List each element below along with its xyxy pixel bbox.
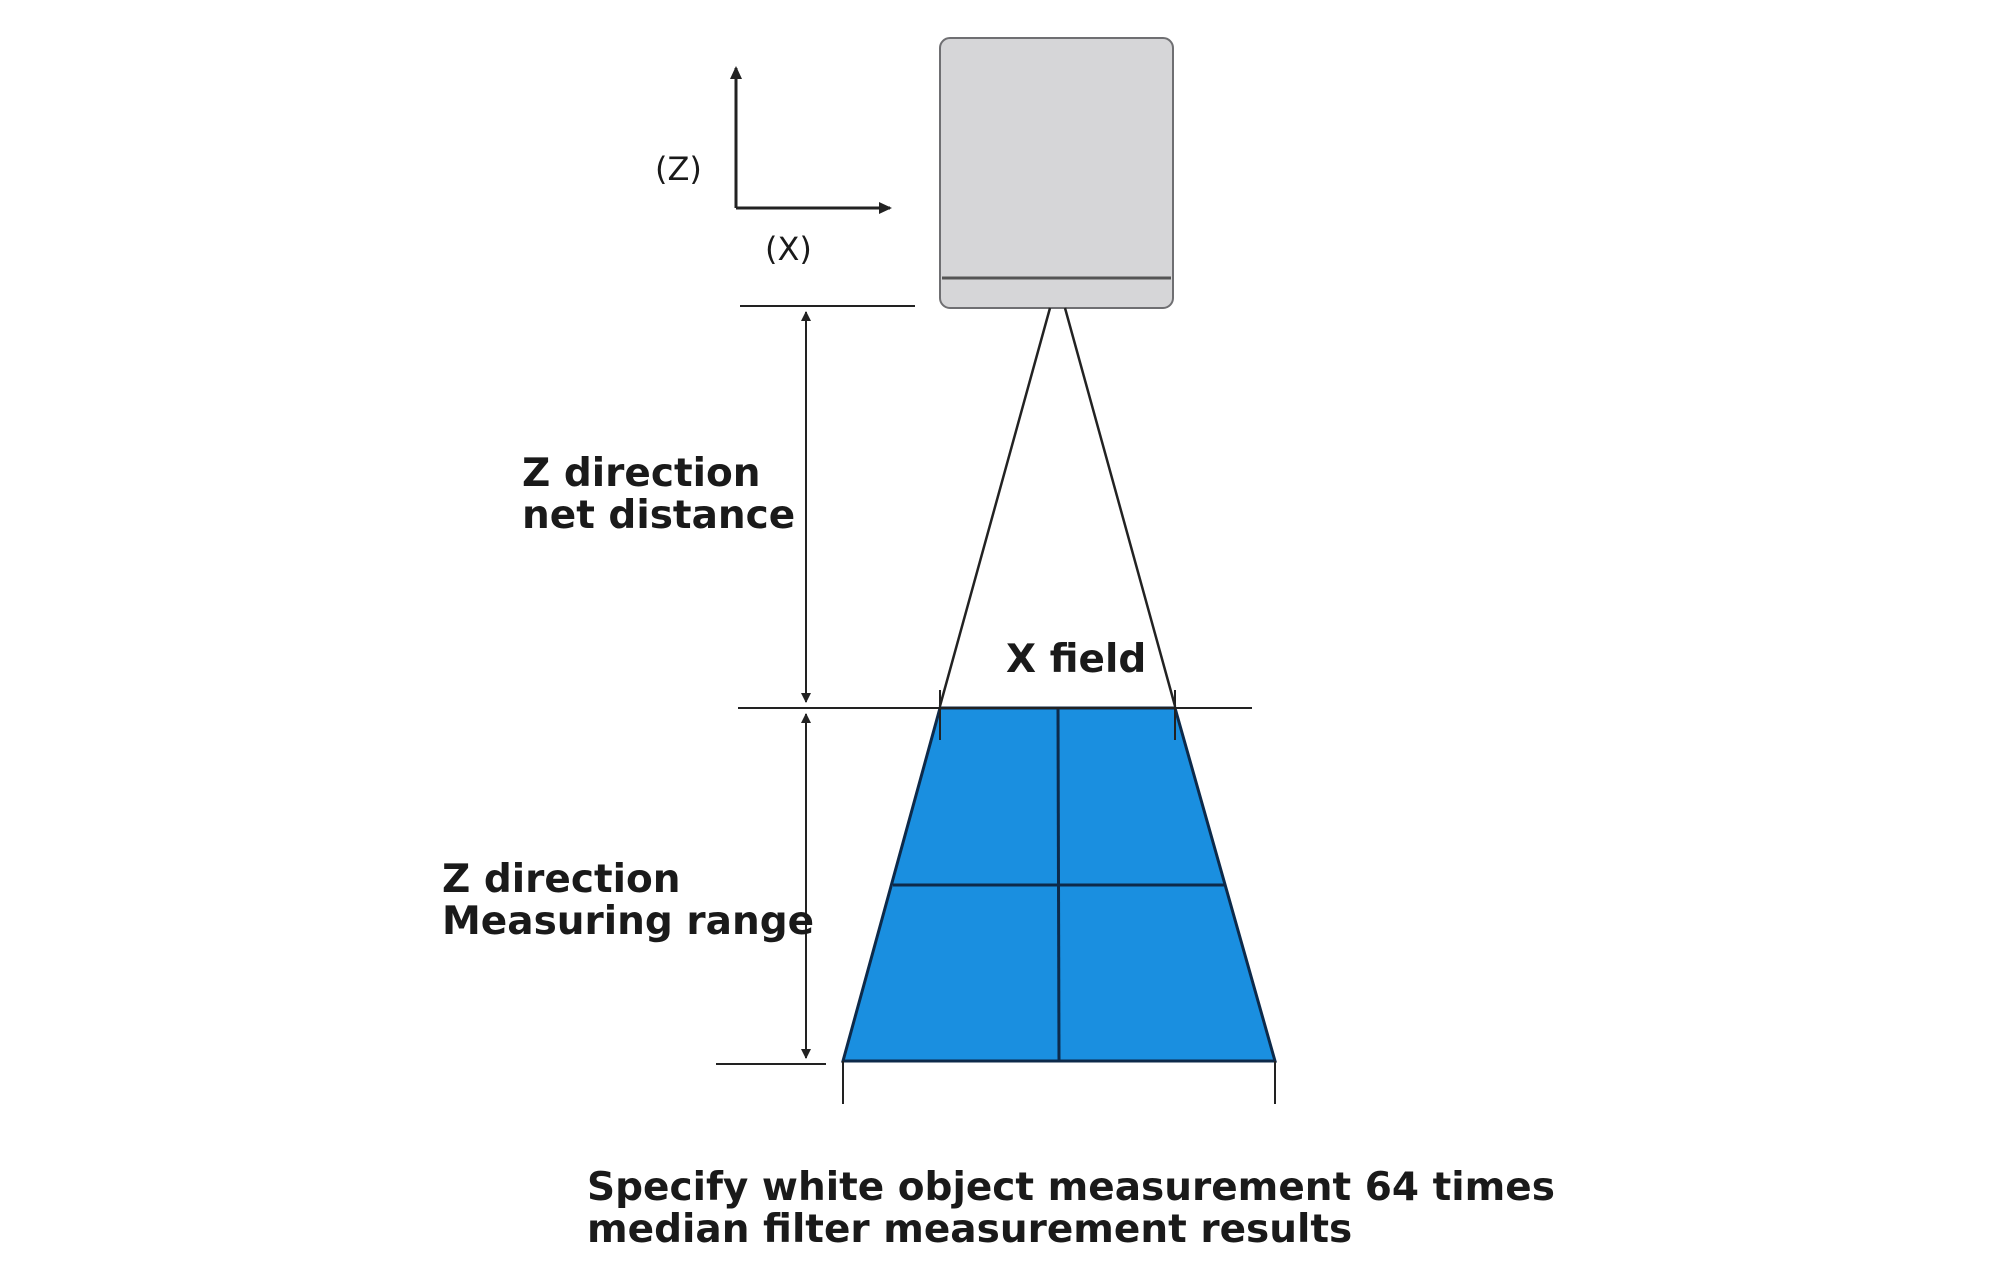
diagram-labels: Z direction net distance X field Z direc… <box>442 451 1146 944</box>
caption-line2: median filter measurement results <box>587 1207 1352 1252</box>
sensor-body <box>939 37 1174 309</box>
cone-left-edge <box>938 307 1052 707</box>
z-axis-label: (Z) <box>655 150 702 188</box>
measuring-range-label-line1: Z direction <box>442 857 681 902</box>
measuring-field <box>841 690 1277 1104</box>
x-axis-label: (X) <box>765 230 812 268</box>
x-field-label: X field <box>1006 637 1146 682</box>
laser-cone <box>938 307 1177 707</box>
coordinate-axes: (Z) (X) <box>655 66 892 268</box>
dimension-lines <box>716 305 1252 1065</box>
caption: Specify white object measurement 64 time… <box>587 1165 1555 1252</box>
caption-line1: Specify white object measurement 64 time… <box>587 1165 1555 1210</box>
cone-right-edge <box>1063 307 1177 707</box>
net-distance-label-line1: Z direction <box>522 451 761 496</box>
net-distance-label-line2: net distance <box>522 493 795 538</box>
sensor-head <box>939 37 1174 309</box>
measuring-range-label-line2: Measuring range <box>442 899 814 944</box>
